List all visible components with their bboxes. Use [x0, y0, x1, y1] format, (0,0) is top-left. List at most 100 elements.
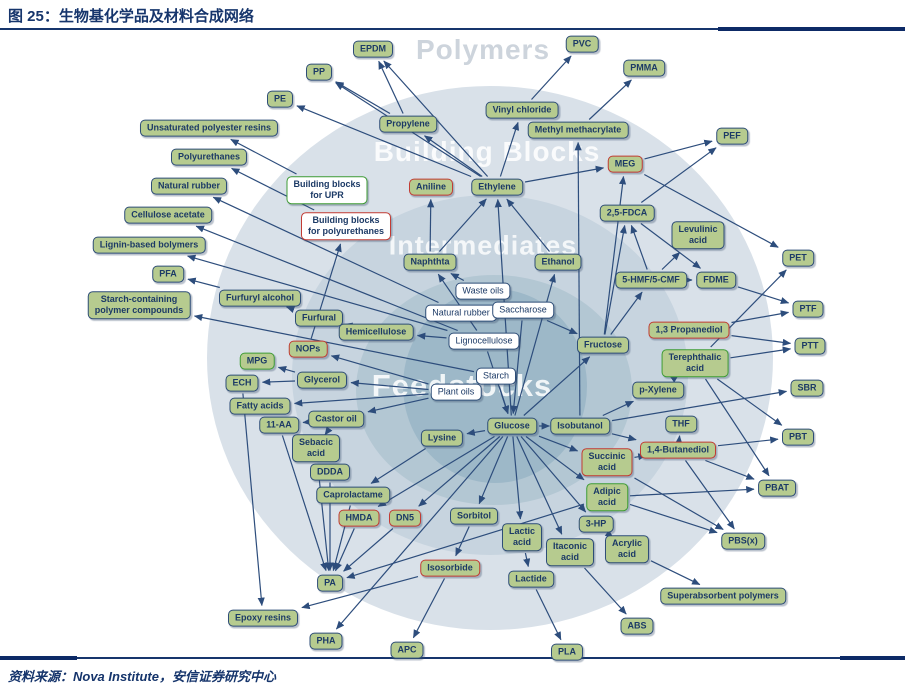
node-CastorOil: Castor oil: [308, 410, 364, 428]
edge-Isobutanol-pXylene: [602, 400, 634, 417]
edge-BBUPR-UPResins: [230, 138, 297, 175]
edge-Lignocellulose-CelluloseAcetate: [195, 225, 458, 332]
page-title: 图 25：生物基化学品及材料合成网络: [8, 8, 254, 25]
node-Lactide: Lactide: [508, 570, 554, 588]
node-LigninBased: Lignin-based bolymers: [92, 236, 206, 254]
bottom-rule: [0, 657, 905, 659]
edge-Starch-StarchPolymers: [193, 313, 475, 373]
edge-Ethylene-MEG: [524, 165, 605, 183]
node-PP: PP: [305, 63, 333, 81]
edge-Lignocellulose-LigninBased: [187, 254, 448, 332]
edge-DN5-PA: [343, 528, 394, 572]
node-PVC: PVC: [565, 35, 599, 53]
node-HMF: 5-HMF/5-CMF: [615, 271, 687, 289]
node-BBPU: Building blocks for polyurethanes: [300, 212, 392, 240]
node-Saccharose: Saccharose: [492, 301, 554, 319]
edge-Ethanol-Ethylene: [506, 198, 550, 252]
edge-MEG-PET: [644, 173, 779, 248]
edge-Lactic-Lactide: [523, 552, 531, 568]
node-MPG: MPG: [239, 352, 275, 370]
node-PLA: PLA: [551, 643, 583, 661]
edge-Terephthalic-PBT: [716, 378, 783, 426]
node-ECH: ECH: [225, 374, 259, 392]
edge-Fructose-FDCA: [604, 224, 627, 335]
edge-Isobutanol-MMA: [574, 141, 582, 416]
bottom-rule-thick-left: [0, 656, 77, 660]
edge-Isobutanol-BDO: [611, 433, 637, 442]
node-PBT: PBT: [782, 428, 814, 446]
node-pXylene: p-Xylene: [632, 381, 684, 399]
edge-Acrylic-Superabsorbent: [650, 560, 701, 586]
edge-Ethylene-Propylene: [424, 135, 483, 177]
node-MEG: MEG: [607, 155, 643, 173]
node-BBUPR: Building blocks for UPR: [286, 176, 368, 204]
node-NaturalRubberF: Natural rubber: [425, 304, 497, 322]
node-Sebacic: Sebacic acid: [291, 434, 341, 462]
edge-Ethylene-PE: [296, 105, 472, 178]
edge-MEG-PEF: [644, 139, 713, 160]
node-Isobutanol: Isobutanol: [550, 417, 610, 435]
edge-Propylene-PP: [335, 81, 391, 115]
node-Hemicellulose: Hemicellulose: [338, 323, 414, 341]
edge-Adipic-PBSx: [629, 503, 718, 534]
edge-Glucose-Lysine: [466, 428, 486, 436]
node-EpoxyResins: Epoxy resins: [227, 609, 299, 627]
edge-HMDA-PA: [334, 528, 355, 572]
node-PlantOils: Plant oils: [430, 383, 482, 401]
node-Superabsorbent: Superabsorbent polymers: [660, 587, 786, 605]
node-Fructose: Fructose: [576, 336, 630, 354]
bottom-rule-thick-right: [840, 656, 905, 660]
node-ABS: ABS: [620, 617, 654, 635]
edge-WasteOils-Naphthta: [450, 272, 465, 282]
node-PMMA: PMMA: [623, 59, 665, 77]
node-Lignocellulose: Lignocellulose: [448, 332, 520, 350]
edge-Glucose-Lactic: [512, 436, 524, 520]
node-Adipic: Adipic acid: [586, 483, 628, 511]
edge-Saccharose-Glucose: [510, 320, 523, 415]
edge-Adipic-PA: [346, 503, 585, 579]
node-CelluloseAcetate: Cellulose acetate: [124, 206, 212, 224]
edge-Glycerol-MPG: [277, 366, 296, 373]
node-Sorbitol: Sorbitol: [450, 507, 498, 525]
node-StarchPolymers: Starch-containing polymer compounds: [87, 291, 191, 319]
node-HMDA: HMDA: [338, 509, 380, 527]
edge-MMA-PMMA: [588, 79, 632, 120]
edge-Glucose-HP3: [520, 436, 587, 513]
edge-Naphthta-Aniline: [427, 198, 435, 252]
edge-BDO-PBAT: [705, 459, 755, 480]
edge-Terephthalic-PTT: [730, 346, 792, 359]
edge-PlantOils-CastorOil: [367, 397, 429, 414]
edge-Propylene-EPDM: [378, 60, 404, 114]
node-Lysine: Lysine: [420, 429, 464, 447]
edge-Isosorbide-EpoxyResins: [301, 576, 419, 610]
node-Levulinic: Levulinic acid: [671, 221, 725, 249]
node-DDDA: DDDA: [310, 463, 350, 481]
node-DN5: DN5: [388, 509, 422, 527]
edge-Sorbitol-Isosorbide: [455, 526, 470, 557]
edge-Furfural-FurfurylAlcohol: [286, 306, 296, 313]
edge-BDO-PBSx: [685, 460, 735, 530]
edge-Naphthta-Ethylene: [438, 198, 487, 252]
edge-Glucose-Sorbitol: [478, 436, 509, 505]
node-FattyAcids: Fatty acids: [229, 397, 291, 415]
edge-Glucose-PHA: [335, 436, 504, 630]
node-FDME: FDME: [696, 271, 736, 289]
edge-Starch-Glucose: [498, 386, 510, 415]
node-Isosorbide: Isosorbide: [420, 559, 480, 577]
node-FDCA: 2,5-FDCA: [599, 204, 655, 222]
edge-CastorOil-Sebacic: [324, 426, 333, 436]
edge-Sebacic-PA: [317, 463, 332, 572]
edge-HMF-FDCA: [630, 224, 648, 270]
node-PDO: 1,3 Propanediol: [648, 321, 730, 339]
node-PE: PE: [266, 90, 294, 108]
top-rule: [0, 28, 905, 30]
edge-PDO-PTT: [731, 335, 792, 346]
node-HP3: 3-HP: [578, 515, 614, 533]
node-PHA: PHA: [309, 632, 343, 650]
edge-Itaconic-ABS: [584, 567, 627, 615]
node-Acrylic: Acrylic acid: [604, 535, 650, 563]
edge-Glucose-Adipic: [525, 436, 585, 481]
node-Terephthalic: Terephthalic acid: [661, 349, 729, 377]
edge-Lignocellulose-Hemicellulose: [416, 332, 447, 340]
node-BDO: 1,4-Butanediol: [639, 441, 717, 459]
